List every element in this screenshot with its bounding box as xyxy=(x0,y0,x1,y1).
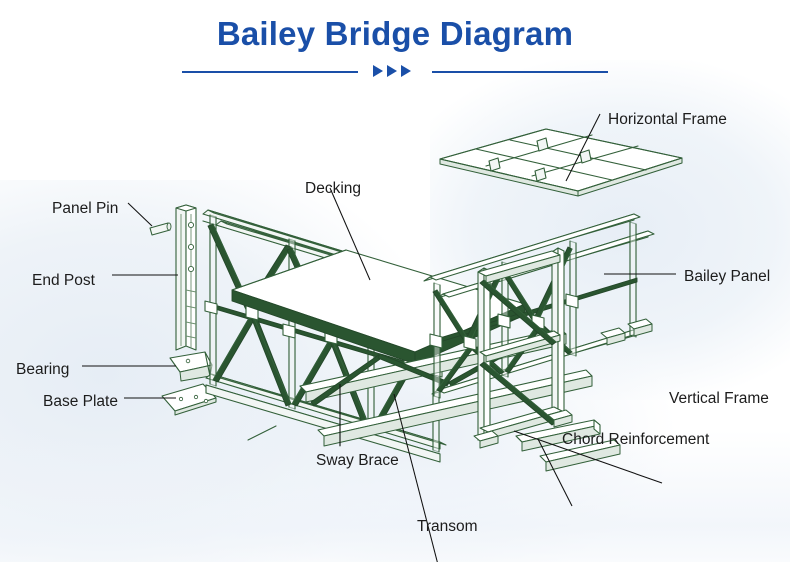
divider-line-left xyxy=(182,71,358,73)
leader-transom xyxy=(393,393,438,562)
leader-panel-pin xyxy=(127,202,153,227)
label-chord-reinforcement: Chord Reinforcement xyxy=(562,431,710,448)
page-title: Bailey Bridge Diagram xyxy=(216,15,574,52)
header: Bailey Bridge Diagram xyxy=(0,0,790,96)
label-bailey-panel: Bailey Panel xyxy=(684,268,771,285)
label-sway-brace: Sway Brace xyxy=(316,452,399,469)
label-end-post: End Post xyxy=(32,272,95,289)
triangle-right-icon xyxy=(387,65,397,77)
divider-line-right xyxy=(432,71,608,73)
triangle-right-icon xyxy=(373,65,383,77)
leader-chord-reinforcement xyxy=(537,438,573,507)
base-plate-part xyxy=(161,383,217,416)
panel-pin-part xyxy=(149,222,172,236)
bridge-illustration: .o { fill:none; stroke:#33603a; stroke-w… xyxy=(0,84,790,562)
vertical-frame-part xyxy=(473,247,573,449)
label-decking: Decking xyxy=(305,180,361,197)
label-horizontal-frame: Horizontal Frame xyxy=(608,111,727,128)
label-panel-pin: Panel Pin xyxy=(52,200,119,217)
leader-horizontal-frame xyxy=(565,113,601,182)
leader-decking xyxy=(329,187,371,281)
bearing-part xyxy=(169,351,213,382)
title-divider xyxy=(0,60,790,84)
label-bearing: Bearing xyxy=(16,361,70,378)
horizontal-frame-part xyxy=(439,128,683,197)
label-vertical-frame: Vertical Frame xyxy=(669,390,769,407)
label-transom: Transom xyxy=(417,518,478,535)
chord-reinforcement-part xyxy=(515,419,621,472)
base-blocks xyxy=(600,318,653,346)
label-base-plate: Base Plate xyxy=(43,393,118,410)
leader-lines xyxy=(82,113,676,562)
end-post-part xyxy=(175,204,197,351)
triangle-right-icon xyxy=(401,65,411,77)
